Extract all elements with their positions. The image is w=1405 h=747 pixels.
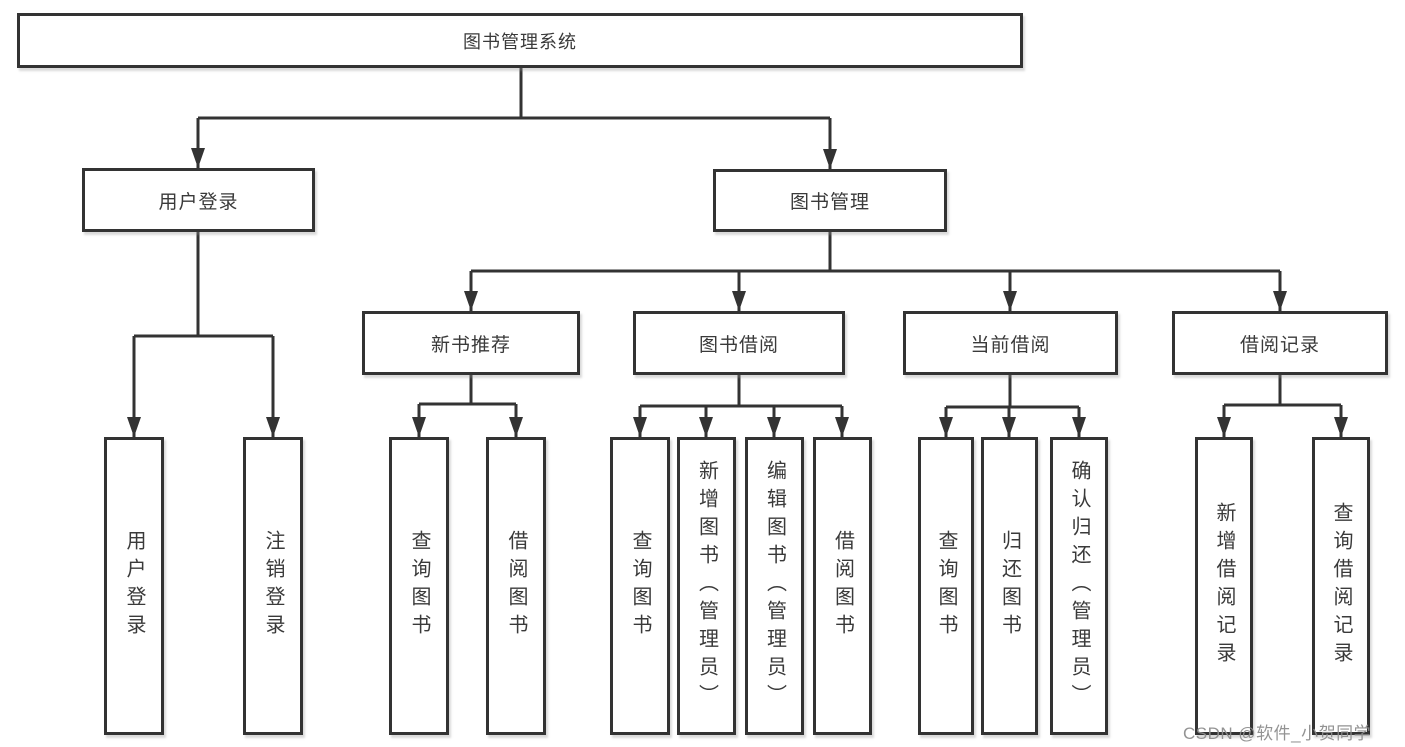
- node-borrow-books: 借阅图书: [813, 437, 872, 735]
- node-book-management: 图书管理: [713, 169, 947, 232]
- node-user-login: 用户登录: [82, 168, 315, 232]
- node-root: 图书管理系统: [17, 13, 1023, 68]
- node-new-book-recommend: 新书推荐: [362, 311, 580, 375]
- node-book-borrow: 图书借阅: [633, 311, 845, 375]
- node-query-borrow-record: 查询借阅记录: [1312, 437, 1370, 735]
- node-borrow-records: 借阅记录: [1172, 311, 1388, 375]
- connector-root: [191, 68, 837, 169]
- connector-new-book-recommend: [412, 375, 523, 437]
- node-recommend-query-books: 查询图书: [389, 437, 449, 735]
- connector-book-borrow: [633, 375, 849, 437]
- node-current-query-books: 查询图书: [918, 437, 974, 735]
- node-logout: 注销登录: [243, 437, 303, 735]
- node-current-borrow: 当前借阅: [903, 311, 1118, 375]
- node-add-borrow-record: 新增借阅记录: [1195, 437, 1253, 735]
- node-recommend-borrow-books: 借阅图书: [486, 437, 546, 735]
- connector-borrow-records: [1217, 375, 1348, 437]
- watermark: CSDN @软件_小贺同学: [1183, 724, 1372, 743]
- node-user-login-action: 用户登录: [104, 437, 164, 735]
- connector-book-management: [464, 232, 1287, 311]
- node-confirm-return-admin: 确认归还（管理员）: [1050, 437, 1108, 735]
- connector-user-login: [127, 232, 280, 437]
- node-add-books-admin: 新增图书（管理员）: [677, 437, 736, 735]
- node-edit-books-admin: 编辑图书（管理员）: [745, 437, 804, 735]
- node-return-books: 归还图书: [981, 437, 1038, 735]
- connector-current-borrow: [939, 375, 1086, 437]
- node-borrow-query-books: 查询图书: [610, 437, 670, 735]
